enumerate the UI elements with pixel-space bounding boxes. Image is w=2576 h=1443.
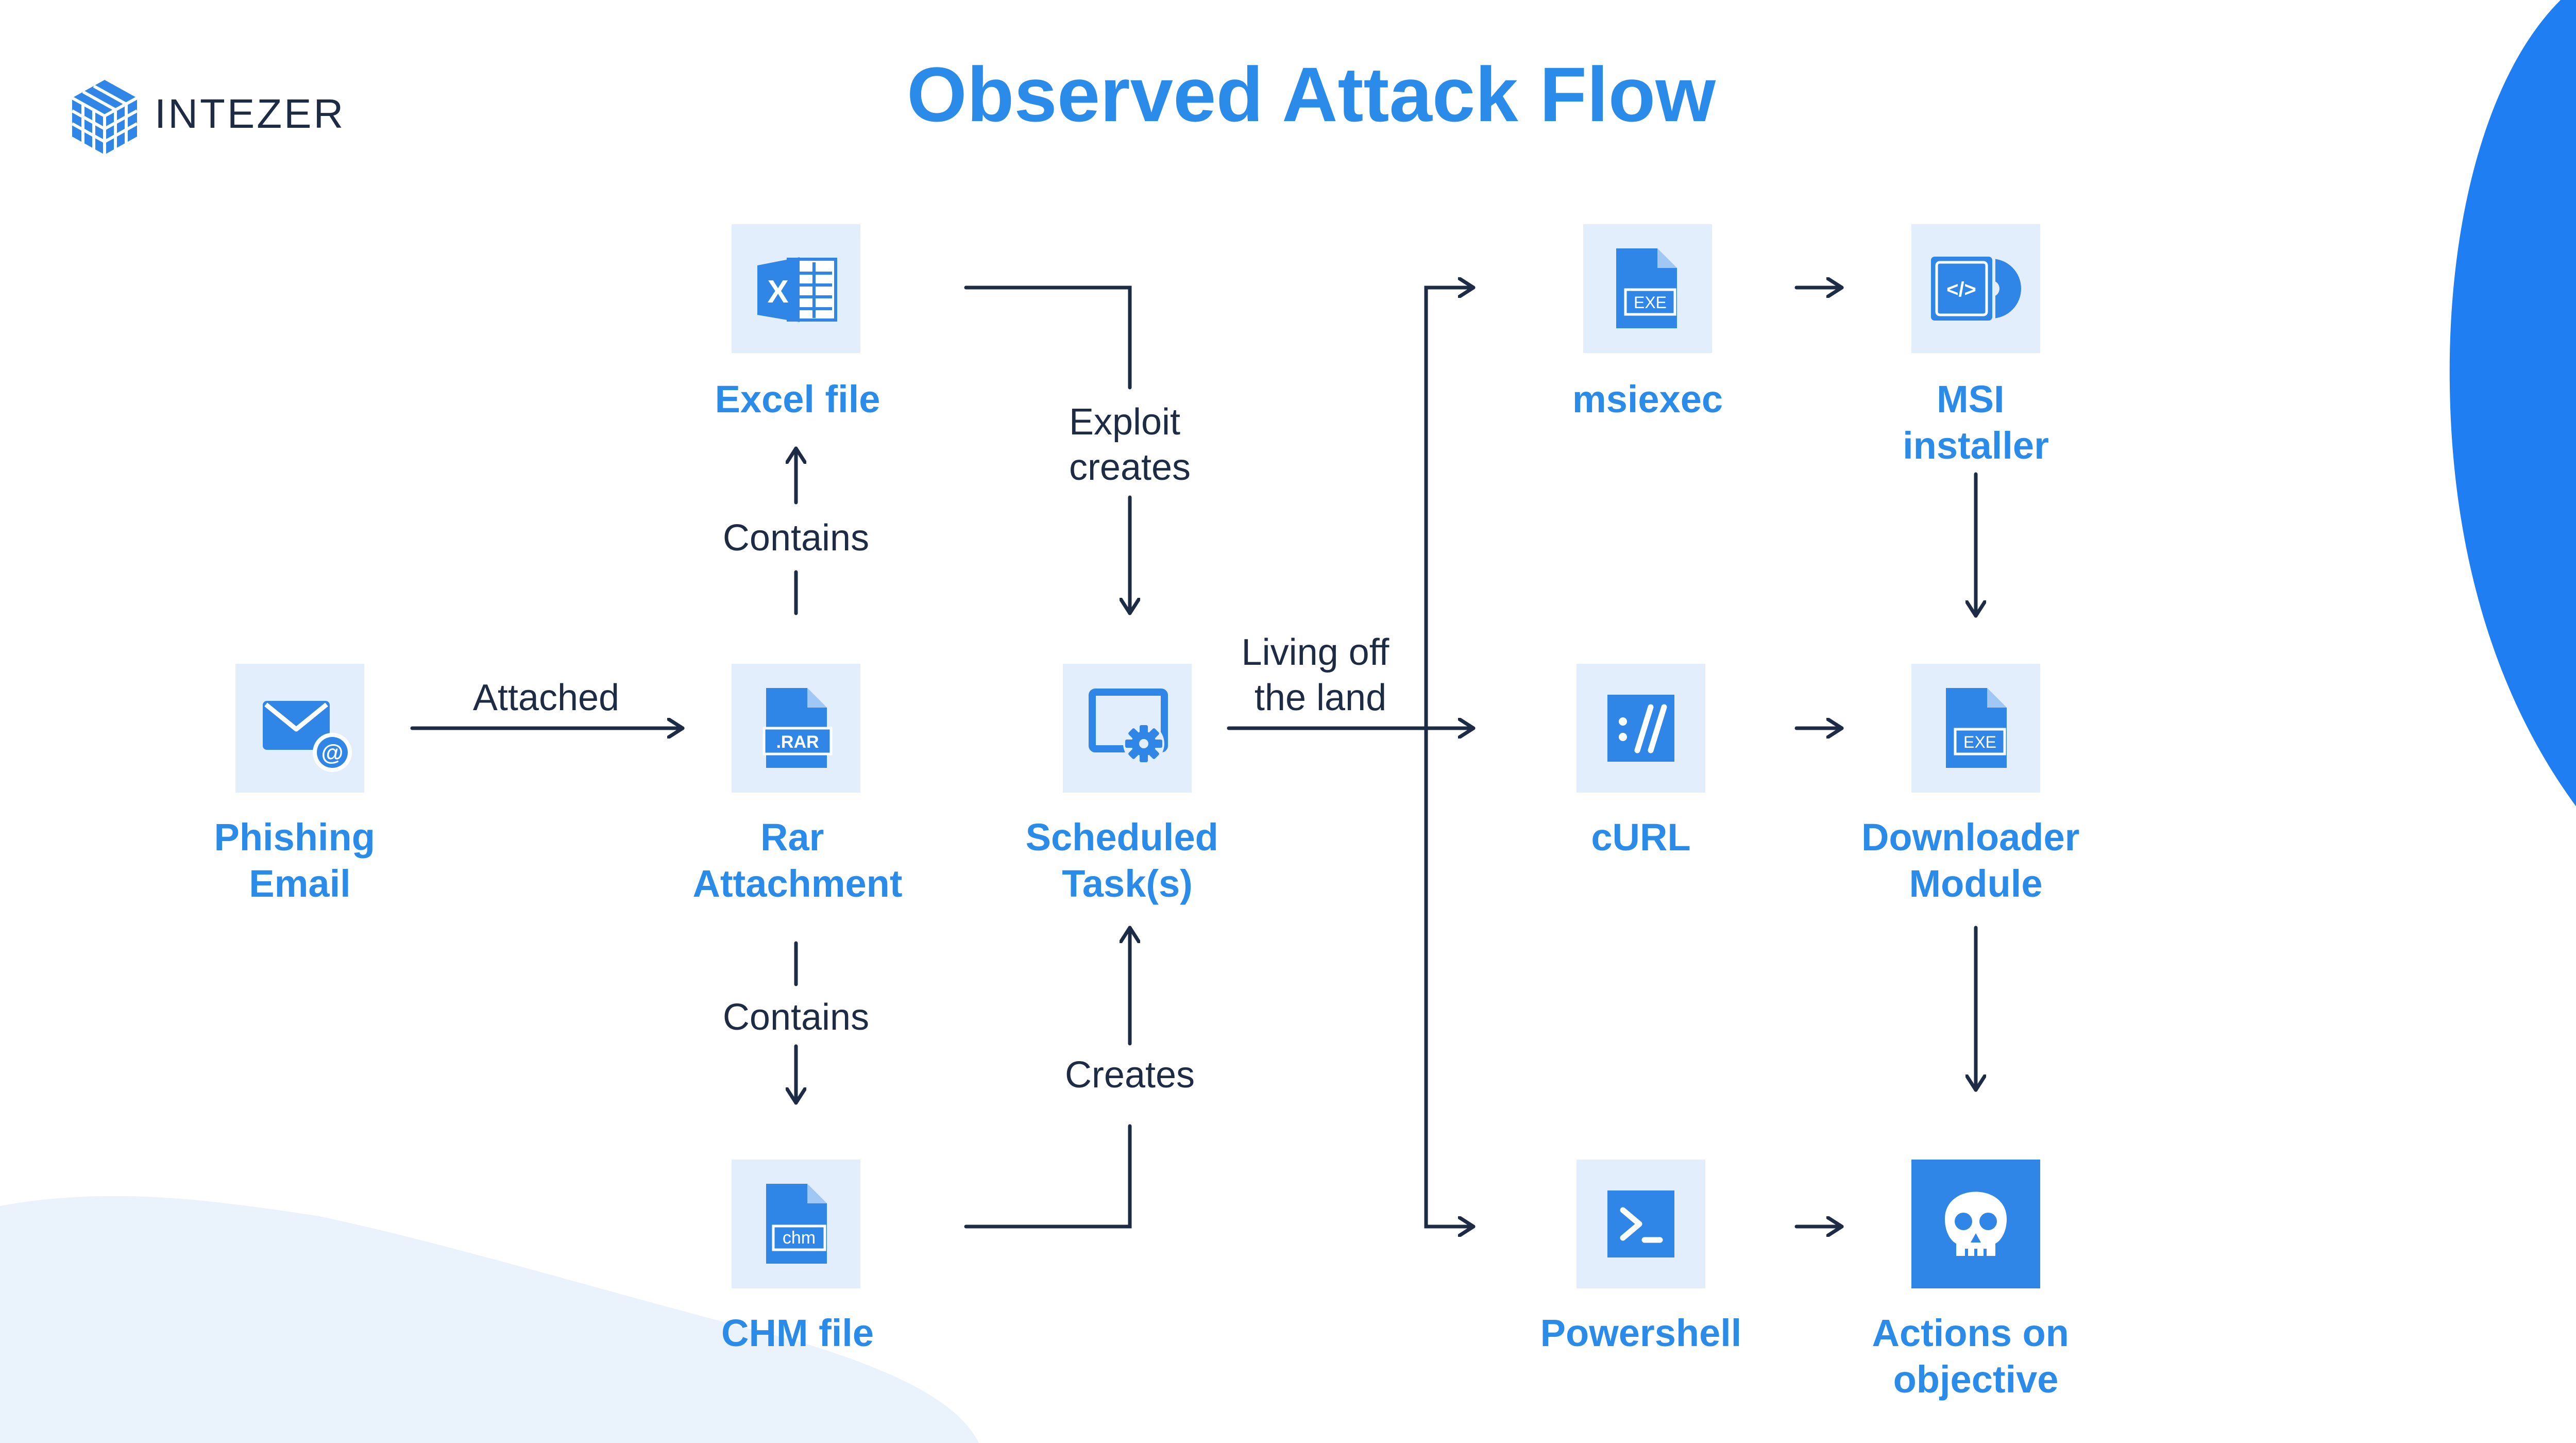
downloader-exe-icon: EXE [1946, 688, 2007, 768]
node-label-objective: Actions on objective [1872, 1312, 2080, 1401]
svg-text:</>: </> [1946, 278, 1976, 301]
node-label-msi: MSI installer [1903, 378, 2049, 467]
intezer-logo: INTEZER [71, 80, 345, 155]
email-at-icon: @ [263, 701, 352, 772]
edge-label-exploit-creates: Exploit creates [1069, 401, 1191, 488]
background-blob-right [2449, 0, 2576, 807]
node-label-scheduled: Scheduled Task(s) [1026, 816, 1229, 905]
edge-chm-to-scheduled-bottom [964, 1124, 1132, 1229]
page-title: Observed Attack Flow [907, 51, 1716, 138]
edge-labels: Attached Contains Contains Exploit creat… [473, 401, 1400, 1096]
msi-installer-icon: </> [1928, 254, 2021, 324]
edge-label-attached: Attached [473, 677, 619, 718]
excel-icon: X [757, 257, 837, 322]
edge-branch-to-powershell [1424, 726, 1476, 1227]
edge-label-living-off-the-land: Living off the land [1242, 632, 1400, 718]
connectors [410, 286, 1976, 1229]
rar-file-icon: .RAR [762, 688, 833, 768]
edge-excel-to-scheduled-top [964, 286, 1132, 390]
node-label-msiexec: msiexec [1572, 378, 1723, 421]
node-label-chm: CHM file [721, 1312, 874, 1354]
tile-scheduled [1063, 664, 1192, 793]
edge-label-contains-up: Contains [723, 517, 869, 559]
skull-icon [1945, 1192, 2007, 1256]
background-blob-bottom-left [0, 1196, 979, 1443]
powershell-icon [1607, 1190, 1674, 1257]
downloader-badge: EXE [1963, 733, 1996, 751]
node-label-powershell: Powershell [1540, 1312, 1742, 1354]
chm-file-icon: chm [766, 1184, 827, 1264]
edge-branch-to-msiexec [1424, 288, 1476, 730]
node-label-downloader: Downloader Module [1861, 816, 2090, 905]
node-label-curl: cURL [1591, 816, 1690, 859]
node-labels: Phishing Email Rar Attachment Excel file… [214, 378, 2090, 1401]
chm-badge: chm [783, 1228, 816, 1248]
msiexec-badge: EXE [1634, 293, 1667, 312]
node-label-rar: Rar Attachment [692, 816, 902, 905]
scheduled-task-icon [1089, 689, 1168, 764]
exe-file-icon: EXE [1616, 248, 1677, 328]
curl-icon [1607, 695, 1674, 762]
svg-text:X: X [767, 274, 788, 310]
node-label-excel: Excel file [715, 378, 880, 421]
svg-text:@: @ [321, 740, 344, 765]
edge-label-creates: Creates [1065, 1054, 1195, 1096]
node-label-phishing: Phishing Email [214, 816, 385, 905]
rar-badge: .RAR [776, 732, 819, 752]
logo-cube-icon [71, 80, 138, 155]
edge-label-contains-down: Contains [723, 997, 869, 1038]
brand-name: INTEZER [155, 91, 345, 137]
